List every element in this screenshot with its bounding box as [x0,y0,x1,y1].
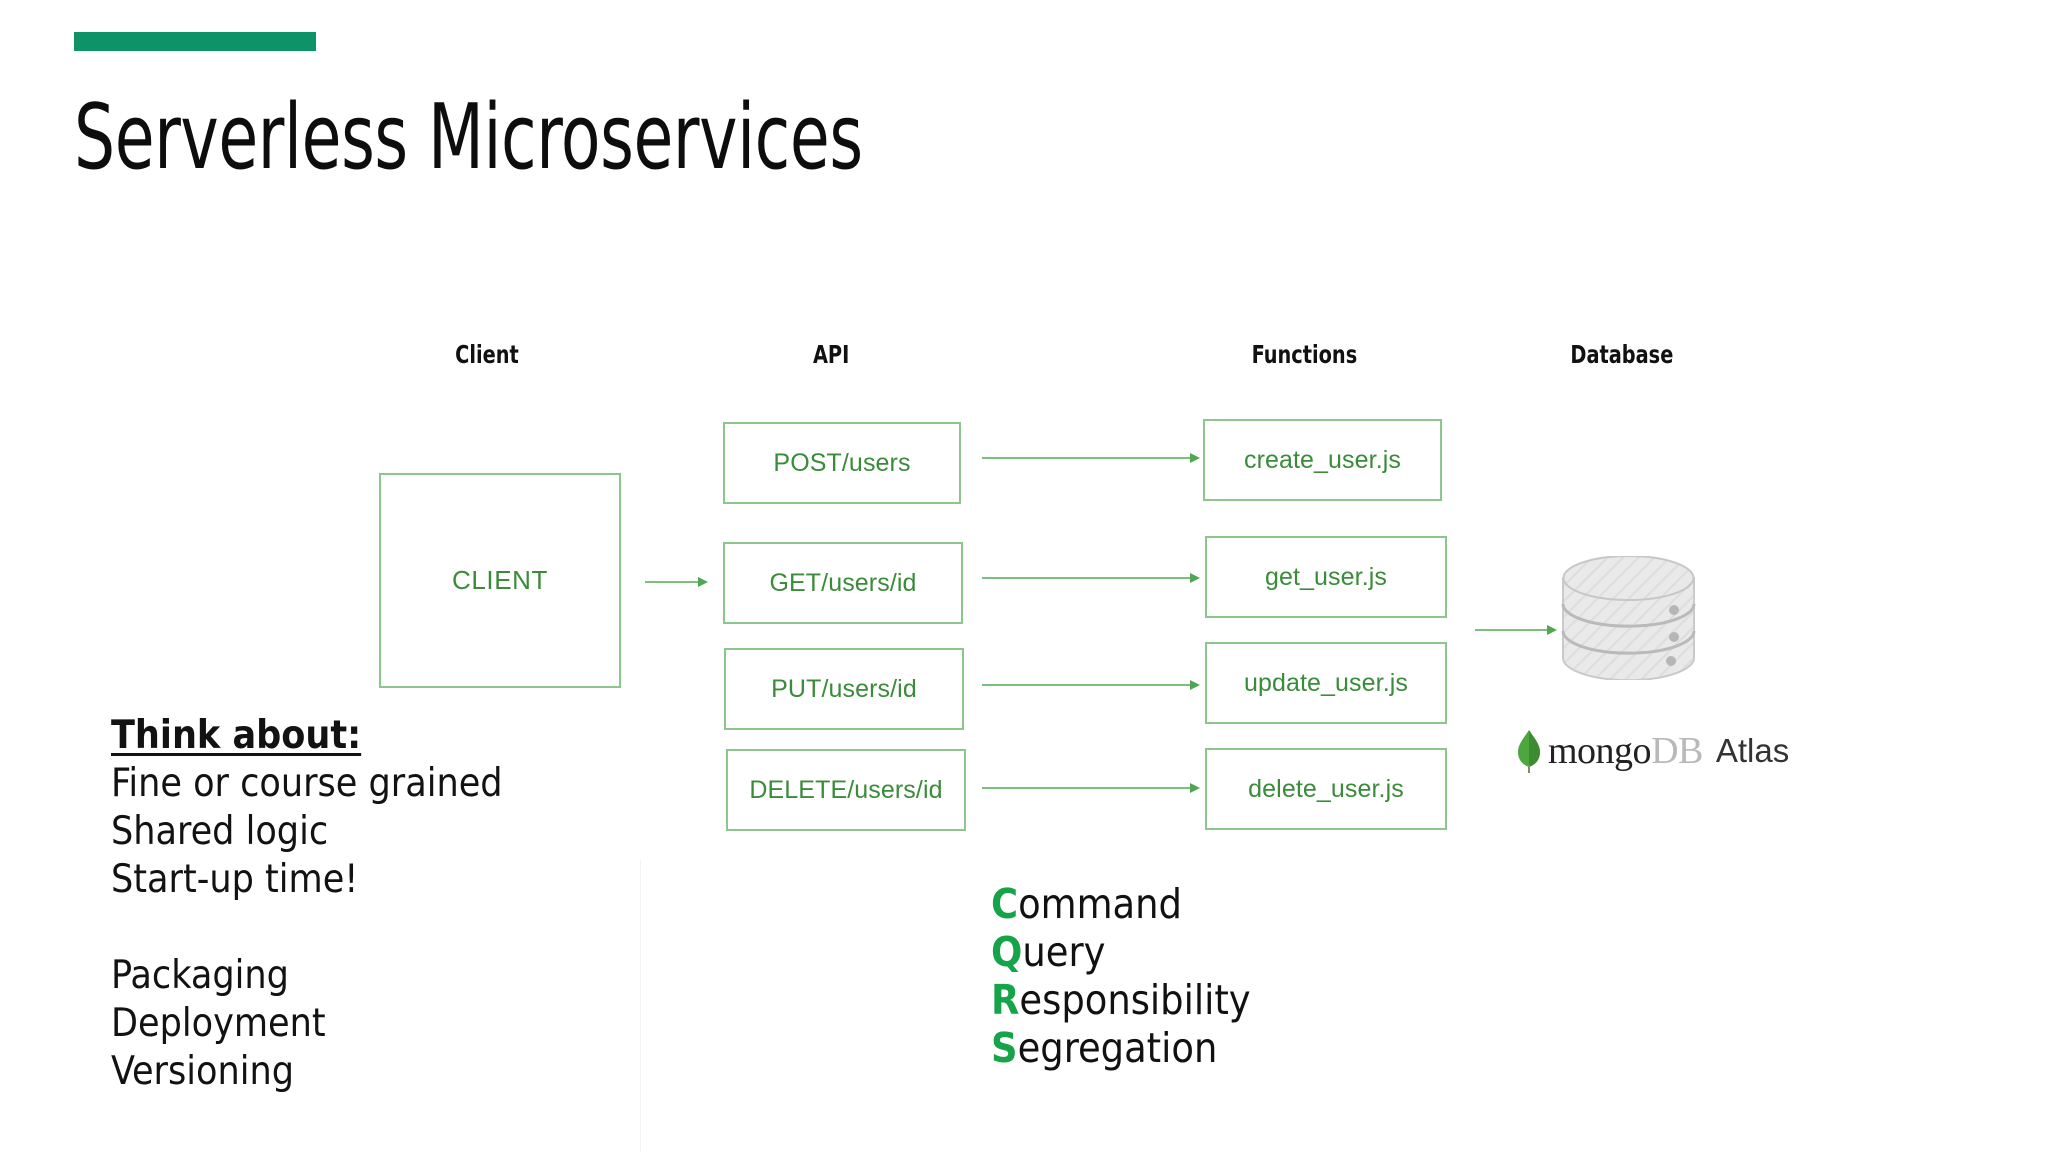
note-line-shared-logic: Shared logic [111,809,329,854]
mongodb-leaf-icon [1516,729,1542,773]
function-box-create-user[interactable]: create_user.js [1203,419,1442,501]
column-header-functions: Functions [1251,340,1358,369]
atlas-wordmark: Atlas [1715,732,1790,769]
page-title: Serverless Microservices [74,85,863,190]
note-line-packaging: Packaging [111,953,289,998]
note-line-startup-time: Start-up time! [111,857,359,902]
arrow-post-to-create [982,453,1200,463]
mongo-wordmark: mongo [1548,730,1652,772]
cqrs-initial-r: R [991,976,1020,1024]
mongodb-atlas-logo: mongo DB Atlas [1516,728,1789,774]
db-wordmark: DB [1651,730,1703,772]
cqrs-line-responsibility: Responsibility [991,976,1251,1024]
api-box-get-users-id[interactable]: GET/users/id [723,542,963,624]
arrow-functions-to-database [1475,625,1557,635]
image-edge-artifact [640,860,641,1152]
notes-spacer [111,904,503,952]
column-header-database: Database [1570,340,1674,369]
column-header-client: Client [455,340,519,369]
cqrs-rest-command: ommand [1018,880,1182,928]
title-accent-bar [74,32,316,51]
cqrs-line-segregation: Segregation [991,1024,1251,1072]
cqrs-initial-q: Q [991,928,1023,976]
arrow-get-to-get [982,573,1200,583]
cqrs-rest-responsibility: esponsibility [1019,976,1251,1024]
function-box-update-user[interactable]: update_user.js [1205,642,1447,724]
cqrs-rest-query: uery [1022,928,1106,976]
cqrs-initial-c: C [991,880,1019,928]
database-cylinder-icon [1561,555,1696,682]
cqrs-line-command: Command [991,880,1251,928]
cqrs-block: Command Query Responsibility Segregation [991,880,1251,1072]
arrow-put-to-update [982,680,1200,690]
function-box-get-user[interactable]: get_user.js [1205,536,1447,618]
api-box-delete-users-id[interactable]: DELETE/users/id [726,749,966,831]
note-line-deployment: Deployment [111,1001,326,1046]
api-box-post-users[interactable]: POST/users [723,422,961,504]
api-box-put-users-id[interactable]: PUT/users/id [724,648,964,730]
cqrs-line-query: Query [991,928,1251,976]
arrow-client-to-api [645,577,708,587]
cqrs-rest-segregation: egregation [1017,1024,1218,1072]
note-line-versioning: Versioning [111,1049,294,1094]
notes-lead: Think about: [111,713,362,758]
client-box[interactable]: CLIENT [379,473,621,688]
cqrs-initial-s: S [991,1024,1018,1072]
arrow-delete-to-delete [982,783,1200,793]
column-header-api: API [812,340,850,369]
note-line-granularity: Fine or course grained [111,761,503,806]
function-box-delete-user[interactable]: delete_user.js [1205,748,1447,830]
notes-block: Think about: Fine or course grained Shar… [111,712,503,1096]
